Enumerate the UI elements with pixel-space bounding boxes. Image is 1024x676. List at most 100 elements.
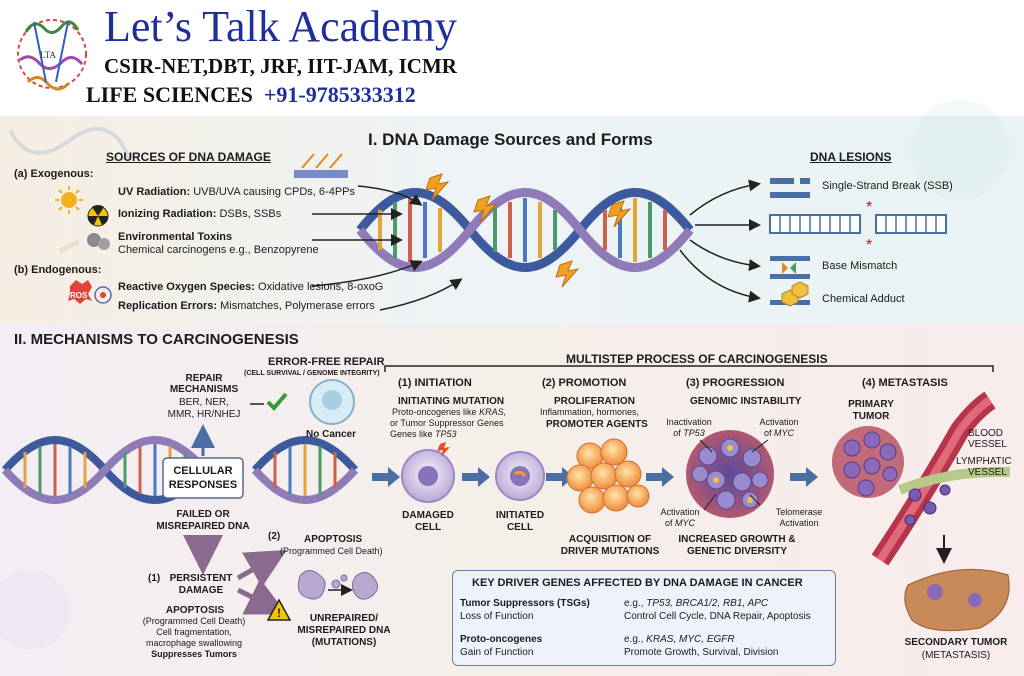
lymphatic-vessel-icon (898, 466, 1011, 495)
progression-tumor-icon (686, 430, 774, 518)
apoptosis-left-l1: (Programmed Cell Death) (142, 616, 246, 626)
ionizing-source: Ionizing Radiation: DSBs, SSBs (118, 208, 281, 221)
key-driver-genes-box (452, 570, 836, 666)
lesion-ssb-icon (770, 178, 810, 198)
initiation-l3: Genes like TP53 (390, 429, 457, 439)
step-metastasis-num: 4 (865, 377, 872, 389)
secondary-tumor-line1: SECONDARY TUMOR (904, 637, 1008, 648)
onc-name: Proto-oncogenes (460, 634, 543, 645)
initiation-l2: or Tumor Suppressor Genes (390, 418, 504, 428)
progression-head: GENOMIC INSTABILITY (690, 396, 802, 407)
acquisition-line2: DRIVER MUTATIONS (560, 546, 660, 557)
svg-text:*: * (866, 199, 872, 216)
onc-pre: e.g., (624, 634, 644, 645)
ros-badge: ROS (70, 291, 88, 300)
uv-source: UV Radiation: UVB/UVA causing CPDs, 6-4P… (118, 186, 355, 199)
act-of: of (763, 428, 772, 438)
acquisition-line1: ACQUISITION OF (568, 534, 652, 545)
apoptotic-cells-icon (297, 570, 378, 600)
tsg-effect: Control Cell Cycle, DNA Repair, Apoptosi… (624, 611, 811, 622)
lesion-ssb: Single-Strand Break (SSB) (822, 180, 953, 192)
header-banner: LTA Let’s Talk Academy CSIR-NET,DBT, JRF… (0, 0, 1024, 112)
act2-of: of (664, 518, 673, 528)
apoptosis-left-title: APOPTOSIS (165, 605, 225, 616)
tsg-name: Tumor Suppressors (TSGs) (460, 598, 590, 609)
step-promotion-num: 2 (545, 377, 552, 389)
brand-phone: +91-9785333312 (263, 82, 416, 107)
persistent-num: (1) (148, 573, 161, 584)
replication-name: Replication Errors: (118, 300, 218, 312)
inact-of: of (673, 428, 681, 438)
persistent-line2: DAMAGE (178, 585, 224, 596)
lesion-adduct-icon (770, 281, 810, 307)
error-free-sub: (CELL SURVIVAL / GENOME INTEGRITY) (244, 370, 380, 377)
key-box-title: KEY DRIVER GENES AFFECTED BY DNA DAMAGE … (472, 577, 803, 589)
primary-tumor-icon (832, 426, 904, 498)
blood-vessel-line1: BLOOD (968, 428, 1004, 439)
multistep-bracket (384, 365, 994, 372)
initiation-l1: Proto-oncogenes like KRAS, (392, 407, 506, 417)
progression-telomerase1: Telomerase (775, 507, 823, 517)
toxins-desc: Chemical carcinogens e.g., Benzopyrene (118, 244, 319, 256)
uv-desc: UVB/UVA causing CPDs, 6-4PPs (193, 186, 355, 198)
blood-vessel-line2: VESSEL (968, 439, 1007, 450)
ionizing-name: Ionizing Radiation: (118, 208, 217, 220)
progression-inactivation-gene: of TP53 (654, 428, 724, 438)
step-initiation-num: 1 (401, 377, 408, 389)
no-cancer-label: No Cancer (306, 429, 357, 440)
lta-logo-icon: LTA (17, 19, 87, 91)
lesion-dsb-icon: * * (769, 199, 947, 254)
ros-source: Reactive Oxygen Species: Oxidative lesio… (118, 281, 383, 294)
secondary-tumor-line2: (METASTASIS) (921, 650, 991, 661)
unrepaired-l3: (MUTATIONS) (311, 637, 377, 648)
onc-effect: Promote Growth, Survival, Division (624, 647, 779, 658)
tsg-genes: TP53, BRCA1/2, RB1, APC (646, 598, 769, 609)
step-progression-num: 3 (689, 377, 696, 389)
primary-tumor-line1: PRIMARY (848, 399, 894, 410)
step-initiation: (1) INITIATION (398, 377, 472, 389)
promotion-head: PROLIFERATION (554, 396, 635, 407)
ros-badge-icon (68, 280, 112, 304)
step-metastasis: (4) METASTASIS (862, 377, 948, 389)
toxins-name: Environmental Toxins (118, 231, 233, 243)
damaged-cell-line2: CELL (414, 522, 442, 533)
brand-tag: LIFE SCIENCES (86, 82, 253, 107)
cellular-responses-box (162, 457, 244, 499)
endogenous-label: (b) Endogenous: (14, 264, 102, 276)
lesion-arrows (679, 179, 761, 303)
promotion-l2: PROMOTER AGENTS (546, 419, 648, 430)
apoptosis2-num-value: 2 (271, 531, 277, 542)
dna-helix-section2 (1, 436, 359, 504)
initiated-cell-line1: INITIATED (495, 510, 545, 521)
initiated-cell-line2: CELL (506, 522, 534, 533)
repair-title1: REPAIR (185, 373, 223, 384)
lightning-icons (425, 173, 632, 288)
svg-text:!: ! (277, 606, 281, 620)
failed-line2: MISREPAIRED DNA (156, 521, 250, 532)
initiation-head: INITIATING MUTATION (398, 396, 505, 407)
radiation-icon (87, 205, 109, 227)
lesion-mismatch-icon (770, 256, 810, 279)
replication-source: Replication Errors: Mismatches, Polymera… (118, 300, 375, 313)
cellular-responses-line1: CELLULAR (173, 465, 233, 477)
ros-desc: Oxidative lesions, 8-oxoG (258, 281, 384, 293)
apoptosis-left-l3: macrophage swallowing (145, 638, 243, 648)
step-initiation-name: INITIATION (414, 377, 472, 389)
replication-desc: Mismatches, Polymerase errors (220, 300, 375, 312)
section2-title: II. MECHANISMS TO CARCINOGENESIS (14, 331, 299, 348)
apoptosis2-num: (2) (268, 531, 281, 542)
ionizing-desc: DSBs, SSBs (219, 208, 282, 220)
act2-gene: MYC (675, 518, 696, 528)
lesion-adduct: Chemical Adduct (822, 293, 905, 305)
smoke-icon (58, 233, 110, 254)
lesions-heading: DNA LESIONS (810, 150, 892, 164)
damaged-cell-line1: DAMAGED (402, 510, 454, 521)
secondary-organ-icon (904, 568, 1010, 632)
lymph-vessel-line2: VESSEL (968, 467, 1007, 478)
initiated-cell-icon (495, 451, 545, 501)
initiation-l3-text: Genes like (390, 429, 433, 439)
lymph-vessel-line1: LYMPHATIC (956, 456, 1012, 467)
svg-text:*: * (866, 237, 872, 254)
brand-title: Let’s Talk Academy (104, 2, 457, 51)
